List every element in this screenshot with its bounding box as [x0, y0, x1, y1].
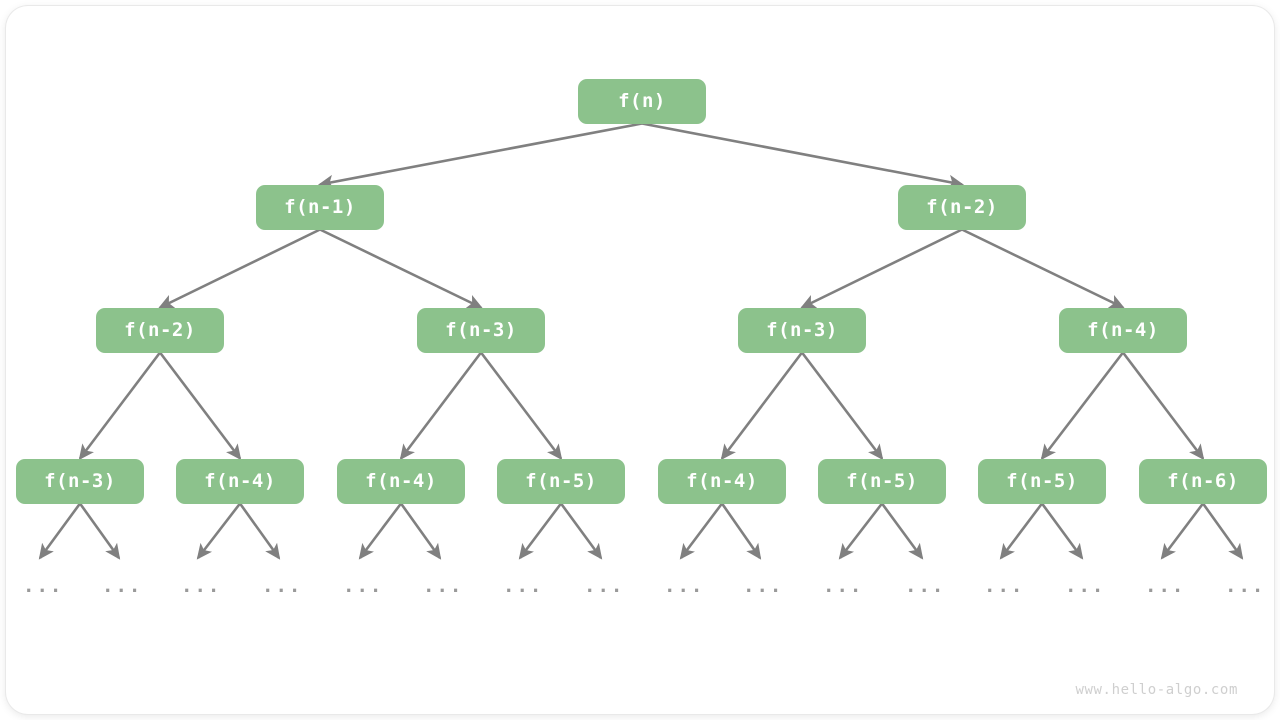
tree-node-n12: f(n-5) [818, 458, 946, 504]
tree-node-n7: f(n-3) [16, 458, 144, 504]
ellipsis-5: ... [423, 575, 464, 597]
ellipsis-14: ... [1145, 575, 1186, 597]
ellipsis-9: ... [743, 575, 784, 597]
ellipsis-11: ... [905, 575, 946, 597]
ellipsis-0: ... [23, 575, 64, 597]
ellipsis-15: ... [1225, 575, 1266, 597]
ellipsis-12: ... [984, 575, 1025, 597]
tree-node-n2: f(n-2) [898, 184, 1026, 230]
ellipsis-4: ... [343, 575, 384, 597]
tree-node-n5: f(n-3) [738, 307, 866, 353]
tree-node-n3: f(n-2) [96, 307, 224, 353]
tree-node-n9: f(n-4) [337, 458, 465, 504]
tree-node-label: f(n) [618, 90, 666, 112]
tree-node-label: f(n-1) [284, 196, 356, 218]
tree-node-n0: f(n) [578, 78, 706, 124]
tree-node-label: f(n-3) [44, 470, 116, 492]
tree-node-label: f(n-5) [1006, 470, 1078, 492]
tree-node-label: f(n-5) [525, 470, 597, 492]
tree-node-n8: f(n-4) [176, 458, 304, 504]
ellipsis-1: ... [102, 575, 143, 597]
ellipsis-7: ... [584, 575, 625, 597]
tree-node-n1: f(n-1) [256, 184, 384, 230]
ellipsis-2: ... [181, 575, 222, 597]
tree-node-label: f(n-3) [766, 319, 838, 341]
ellipsis-13: ... [1065, 575, 1106, 597]
tree-node-label: f(n-4) [204, 470, 276, 492]
tree-node-label: f(n-4) [686, 470, 758, 492]
tree-node-label: f(n-2) [124, 319, 196, 341]
tree-node-n4: f(n-3) [417, 307, 545, 353]
ellipsis-10: ... [823, 575, 864, 597]
tree-node-n13: f(n-5) [978, 458, 1106, 504]
tree-node-n11: f(n-4) [658, 458, 786, 504]
tree-node-label: f(n-6) [1167, 470, 1239, 492]
tree-node-n10: f(n-5) [497, 458, 625, 504]
tree-node-label: f(n-2) [926, 196, 998, 218]
watermark: www.hello-algo.com [1075, 682, 1238, 698]
ellipsis-8: ... [664, 575, 705, 597]
tree-node-n6: f(n-4) [1059, 307, 1187, 353]
tree-node-n14: f(n-6) [1139, 458, 1267, 504]
ellipsis-3: ... [262, 575, 303, 597]
tree-node-label: f(n-4) [365, 470, 437, 492]
tree-node-label: f(n-3) [445, 319, 517, 341]
ellipsis-6: ... [503, 575, 544, 597]
tree-node-label: f(n-4) [1087, 319, 1159, 341]
tree-node-label: f(n-5) [846, 470, 918, 492]
